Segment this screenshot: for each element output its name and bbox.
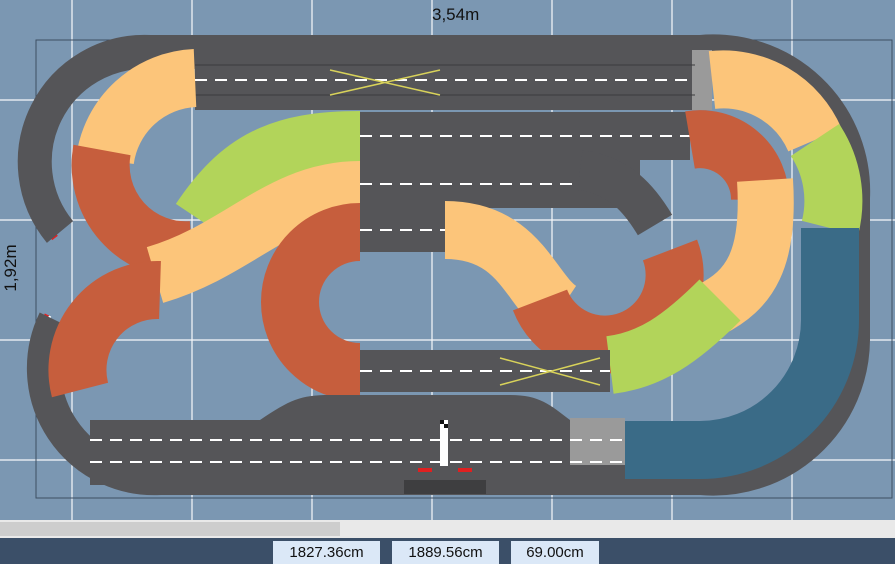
upper-right-tan-curve <box>708 50 842 153</box>
status-x-coordinate: 1827.36cm <box>273 541 380 564</box>
upper-lime-s <box>175 111 361 237</box>
scrollbar-thumb[interactable] <box>0 522 341 536</box>
right-tan-curve <box>696 178 794 336</box>
teal-sweep <box>625 228 859 479</box>
status-bar: 1827.36cm 1889.56cm 69.00cm <box>0 538 895 564</box>
lower-left-rust-curve <box>48 260 161 398</box>
bottom-straight <box>90 395 625 494</box>
tan-s-bend <box>146 161 362 303</box>
inner-tan-curve <box>443 201 578 335</box>
inner-rust-hairpin <box>261 203 362 401</box>
top-straight <box>195 50 712 110</box>
track-plan-canvas[interactable] <box>0 0 895 520</box>
lower-lime-curve <box>605 279 741 394</box>
middle-straights <box>360 112 690 252</box>
status-z-value: 69.00cm <box>511 541 599 564</box>
horizontal-scrollbar[interactable] <box>0 520 895 538</box>
lower-middle-straight <box>360 350 610 392</box>
plan-height-label: 1,92m <box>1 244 20 292</box>
top-left-tan-curve <box>76 49 198 166</box>
status-y-coordinate: 1889.56cm <box>392 541 499 564</box>
left-rust-curve <box>71 144 195 280</box>
start-finish-line <box>418 420 472 472</box>
right-lime-curve <box>790 123 863 236</box>
plan-width-label: 3,54m <box>432 5 480 24</box>
